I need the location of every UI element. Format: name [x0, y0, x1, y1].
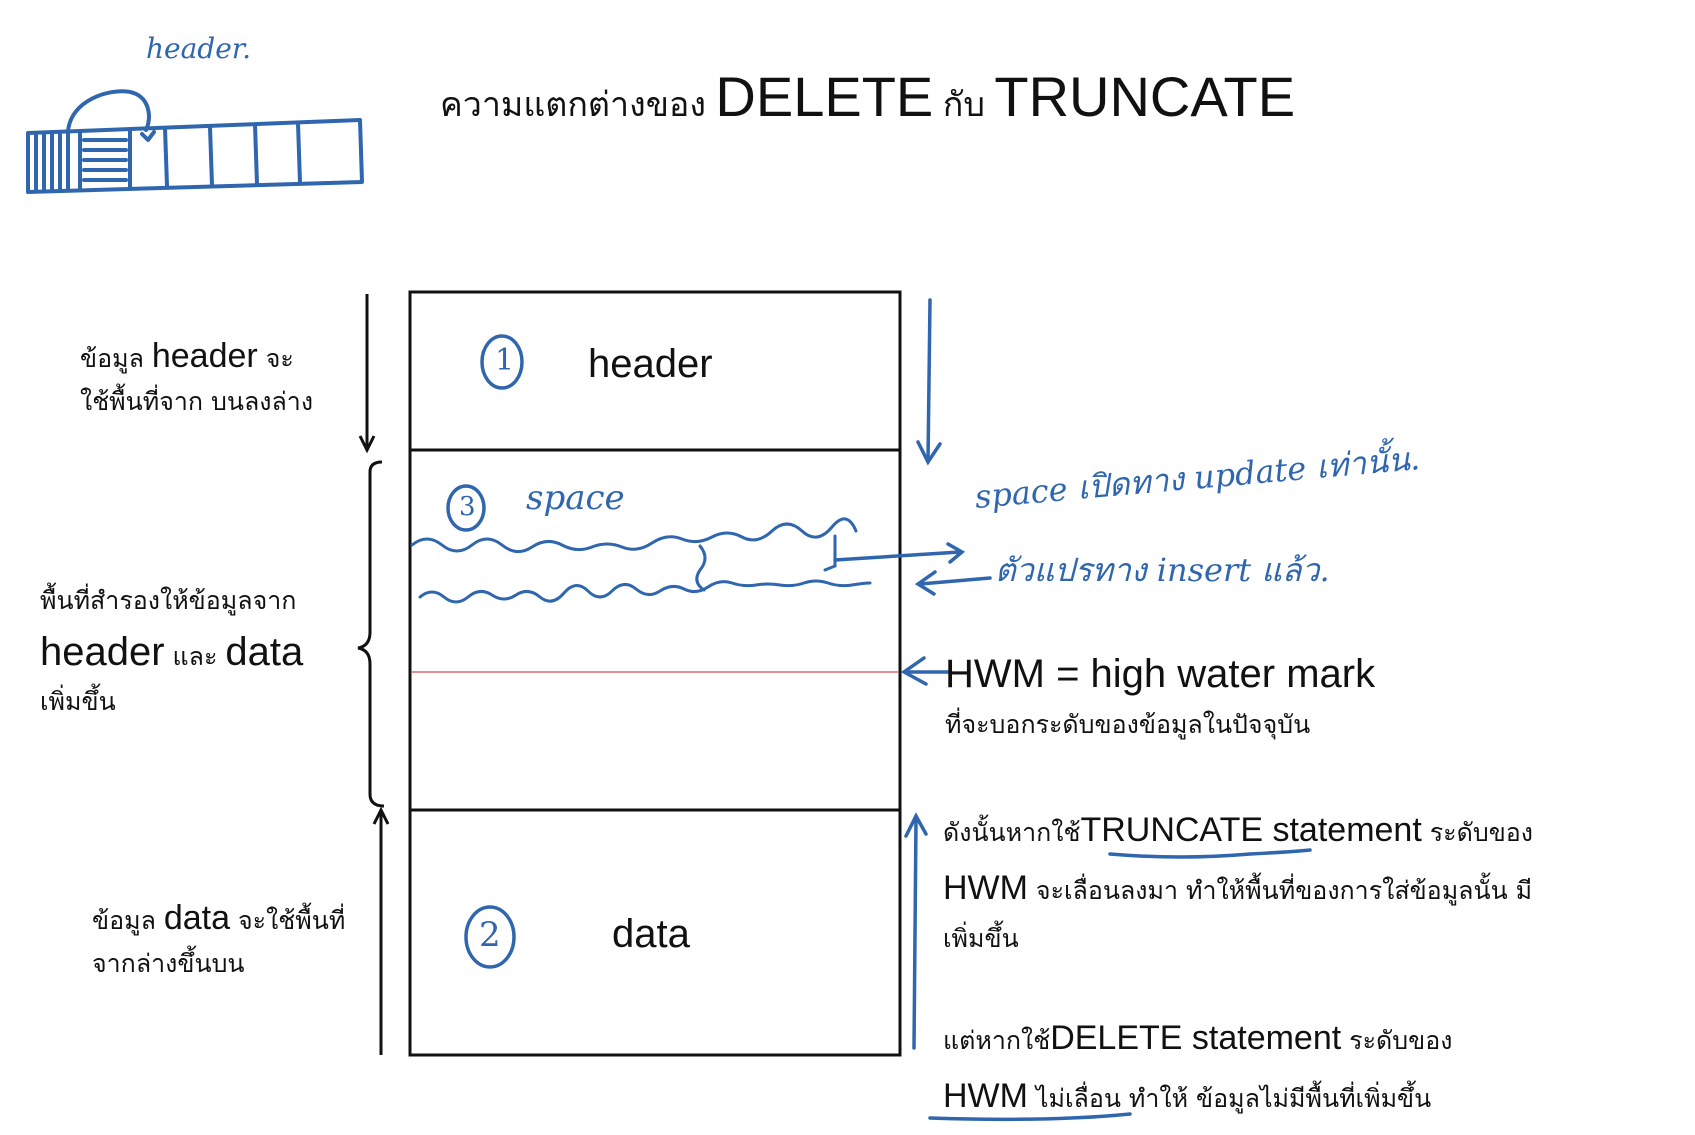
sketch-label: header. [146, 32, 251, 65]
data-block-label: data [612, 912, 690, 956]
truncate-text-a: ดังนั้นหากใช้ [943, 818, 1081, 847]
header-note-keyword: header [151, 337, 258, 375]
reserve-note-and: และ [172, 641, 218, 671]
reserve-note: พื้นที่สำรองให้ข้อมูลจาก header และ data… [40, 582, 303, 722]
header-note: ข้อมูล header จะ ใช้พื้นที่จาก บนลงล่าง [80, 330, 313, 421]
header-note-line2: ใช้พื้นที่จาก บนลงล่าง [80, 386, 314, 416]
underlines [928, 848, 1312, 1122]
title-keyword-delete: DELETE [715, 65, 934, 128]
hwm-definition: HWM = high water mark [945, 652, 1376, 696]
right-arrows [833, 298, 992, 1050]
delete-text-c: ไม่เลื่อน [1035, 1083, 1121, 1113]
space-block-label: space [526, 478, 625, 518]
delete-hwm: HWM [943, 1076, 1028, 1115]
left-arrows [357, 294, 390, 1055]
header-block-label: header [588, 342, 713, 386]
insert-note: ตัวแปรทาง insert แล้ว. [995, 551, 1330, 589]
delete-text-b: ระดับของ [1349, 1026, 1453, 1055]
title-prefix: ความแตกต่างของ [440, 86, 706, 124]
truncate-explanation: ดังนั้นหากใช้TRUNCATE statement ระดับของ… [943, 802, 1533, 960]
delete-text-d: ทำให้ ข้อมูลไม่มีพื้นที่เพิ่มขึ้น [1128, 1083, 1432, 1113]
data-note-text2: จะใช้พื้นที่ [238, 906, 346, 935]
truncate-hwm: HWM [943, 868, 1028, 907]
circle-marks [446, 334, 524, 969]
title-mid: กับ [942, 86, 985, 124]
truncate-text-b: ระดับของ [1429, 818, 1534, 847]
reserve-note-header: header [40, 629, 165, 674]
data-note-line2: จากล่างขึ้นบน [92, 948, 245, 978]
delete-explanation: แต่หากใช้DELETE statement ระดับของ HWM ไ… [943, 1010, 1452, 1126]
data-note-keyword: data [163, 899, 231, 937]
header-block-number: 1 [495, 343, 515, 378]
delete-keyword: DELETE statement [1050, 1019, 1342, 1057]
reserve-note-line3: เพิ่มขึ้น [40, 686, 116, 716]
header-note-text: ข้อมูล [80, 344, 144, 373]
truncate-text-c: จะเลื่อนลงมา ทำให้พื้นที่ของการใส่ข้อมูล… [1035, 875, 1533, 905]
title-keyword-truncate: TRUNCATE [994, 65, 1296, 128]
reserve-note-data: data [225, 629, 304, 674]
delete-text-a: แต่หากใช้ [943, 1026, 1051, 1055]
space-block-number: 3 [459, 492, 476, 522]
space-scribbles [410, 517, 872, 604]
page-title: ความแตกต่างของ DELETE กับ TRUNCATE [440, 64, 1295, 131]
data-note-text: ข้อมูล [92, 906, 156, 935]
header-note-text2: จะ [265, 344, 294, 373]
truncate-keyword: TRUNCATE statement [1080, 811, 1422, 849]
truncate-text-d: เพิ่มขึ้น [943, 923, 1019, 953]
storage-stack [408, 290, 902, 1057]
reserve-note-line1: พื้นที่สำรองให้ข้อมูลจาก [40, 586, 297, 615]
hwm-description: ที่จะบอกระดับของข้อมูลในปัจจุบัน [945, 710, 1311, 739]
data-note: ข้อมูล data จะใช้พื้นที่ จากล่างขึ้นบน [92, 892, 345, 983]
data-block-number: 2 [479, 915, 501, 955]
header-sketch [26, 89, 364, 194]
